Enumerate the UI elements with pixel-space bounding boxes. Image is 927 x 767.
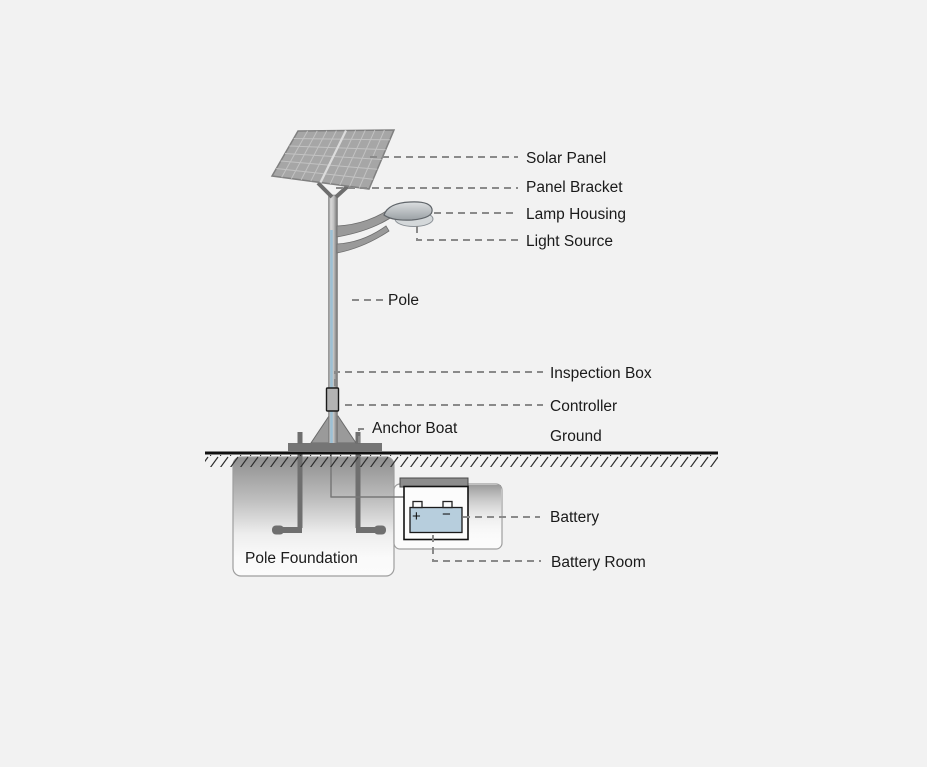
battery-room-shading: [466, 485, 501, 540]
label-pole: Pole: [388, 292, 419, 309]
leader-light-source: [416, 226, 518, 241]
pole-cable: [330, 230, 333, 448]
leader-battery-room: [432, 535, 541, 562]
label-lamp-housing: Lamp Housing: [526, 206, 626, 223]
lamp-arm: [336, 206, 397, 254]
label-panel-bracket: Panel Bracket: [526, 179, 623, 196]
label-controller: Controller: [550, 398, 617, 415]
solar-panel-shape: [270, 129, 396, 190]
label-ground: Ground: [550, 428, 602, 445]
anchor-bolt-top-left: [297, 432, 303, 444]
panel-bracket-shape: [316, 181, 350, 199]
battery-minus-sign: −: [442, 506, 451, 523]
leader-inspection-box: [334, 371, 543, 386]
leader-anchor-boat: [358, 428, 369, 443]
label-anchor-boat: Anchor Boat: [372, 420, 458, 437]
label-inspection-box: Inspection Box: [550, 365, 652, 382]
label-light-source: Light Source: [526, 233, 613, 250]
battery-terminal-negative: [442, 500, 453, 509]
battery-terminal-positive: [412, 500, 423, 509]
battery-box-lid: [399, 477, 469, 488]
inspection-controller-box: [325, 387, 340, 412]
label-battery: Battery: [550, 509, 599, 526]
lamp-housing-shape: [383, 201, 433, 221]
label-pole-foundation: Pole Foundation: [245, 550, 358, 567]
label-battery-room: Battery Room: [551, 554, 646, 571]
panel-center-divider: [319, 130, 347, 183]
battery-body: [409, 506, 463, 534]
ground-hatching: [205, 455, 718, 467]
battery-plus-sign: +: [412, 508, 421, 525]
label-solar-panel: Solar Panel: [526, 150, 606, 167]
base-plate: [288, 443, 382, 452]
